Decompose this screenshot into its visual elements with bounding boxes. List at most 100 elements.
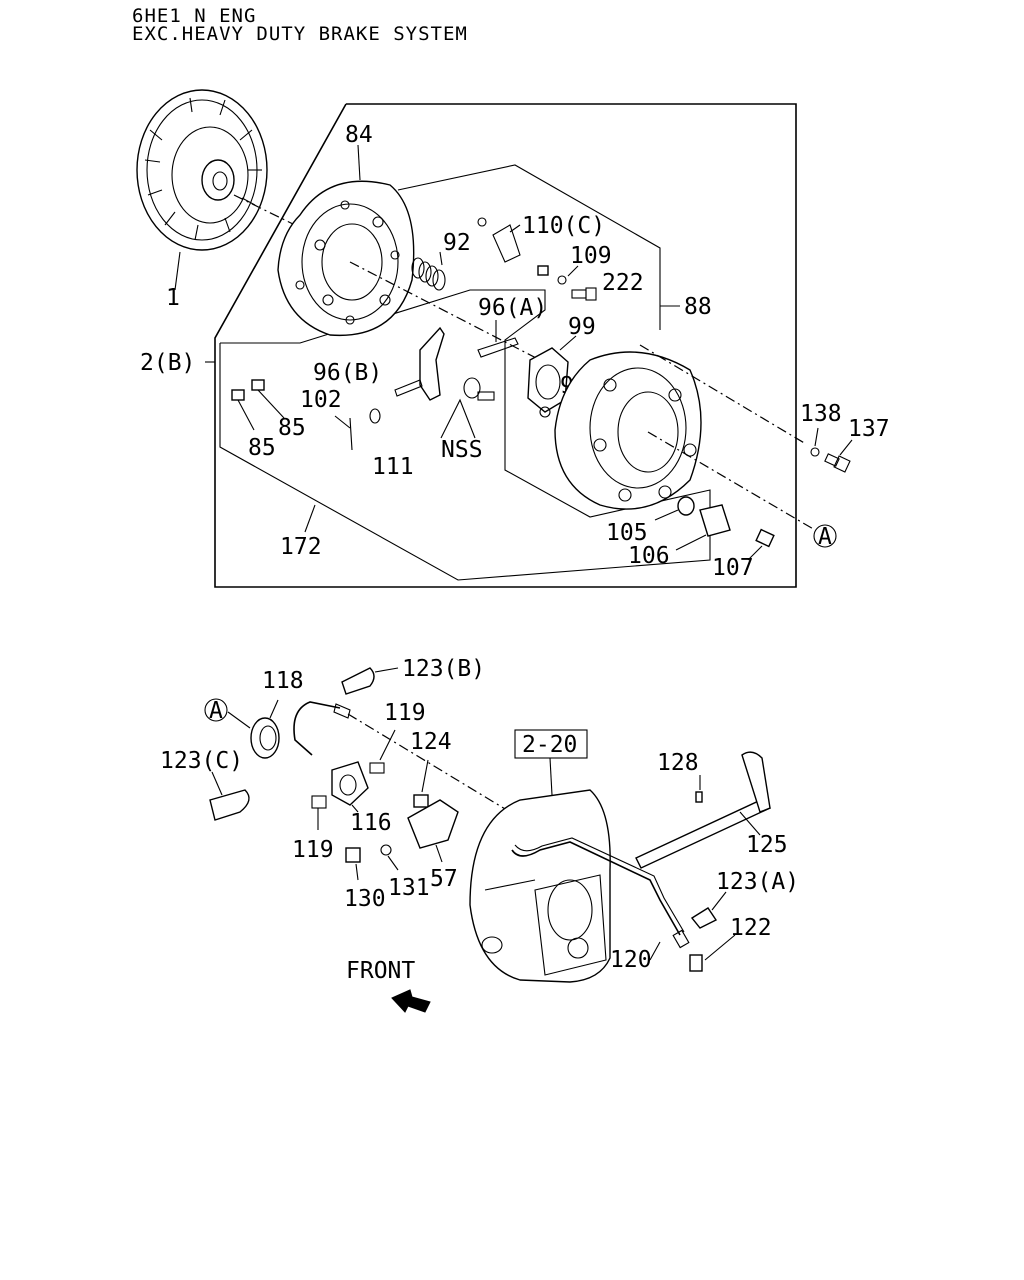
callout-a-lower: A <box>209 698 223 724</box>
bell-housing <box>469 789 611 983</box>
leader-124 <box>421 759 429 793</box>
callout-118: 118 <box>262 668 304 694</box>
callout-137: 137 <box>848 416 890 442</box>
callout-nss: NSS <box>441 437 483 463</box>
leader-85b <box>257 389 285 419</box>
hose-end <box>333 703 351 719</box>
bolt-222 <box>571 287 597 301</box>
fitting-122 <box>689 954 703 972</box>
assembly-outline <box>214 103 797 588</box>
fulcrum-nss <box>463 377 495 401</box>
seal-118 <box>250 717 280 759</box>
clip-98 <box>539 406 551 418</box>
callout-120: 120 <box>610 947 652 973</box>
callout-2b: 2(B) <box>140 350 195 376</box>
shaft-125 <box>635 751 771 869</box>
leader-138 <box>814 427 819 447</box>
callout-105: 105 <box>606 520 648 546</box>
header-system: EXC.HEAVY DUTY BRAKE SYSTEM <box>132 23 468 45</box>
strap-plate <box>477 217 521 263</box>
leader-1 <box>174 251 181 291</box>
leader-110c <box>509 224 521 233</box>
leader-123a <box>711 891 727 911</box>
callout-119a: 119 <box>384 700 426 726</box>
key-128 <box>695 791 703 803</box>
callout-110c: 110(C) <box>522 213 605 239</box>
callout-124: 124 <box>410 729 452 755</box>
callout-123c: 123(C) <box>160 748 243 774</box>
part-124 <box>413 794 429 808</box>
release-bearing-99 <box>527 347 569 413</box>
nut-105 <box>677 496 695 516</box>
leader-172 <box>304 504 316 533</box>
callout-2-20: 2-20 <box>522 732 577 758</box>
main-axis <box>349 261 541 361</box>
cover-group-bracket <box>397 164 661 330</box>
kit-outline <box>219 289 711 581</box>
pin-85a <box>231 389 245 401</box>
hose <box>293 701 341 756</box>
leader-nss <box>440 398 476 439</box>
callout-128: 128 <box>657 750 699 776</box>
leader-119a <box>379 729 396 761</box>
clip-123a <box>690 907 718 929</box>
pin-102 <box>349 417 353 451</box>
leader-85a <box>237 399 255 431</box>
callout-85a: 85 <box>248 435 276 461</box>
tube-120-edge <box>514 837 685 933</box>
callout-107: 107 <box>712 555 754 581</box>
washer-111 <box>369 408 381 424</box>
leader-131 <box>387 855 399 871</box>
leader-102 <box>334 415 351 429</box>
leader-109 <box>567 265 579 277</box>
callout-109: 109 <box>570 243 612 269</box>
tube-120-end <box>672 929 690 949</box>
bolt-107 <box>755 528 775 548</box>
ref-box-2-20 <box>514 729 588 759</box>
callout-111: 111 <box>372 454 414 480</box>
callout-99: 99 <box>568 314 596 340</box>
callout-116: 116 <box>350 810 392 836</box>
release-lever <box>419 326 445 401</box>
spring-92 <box>411 257 446 291</box>
front-arrow-icon <box>391 989 431 1013</box>
leader-137 <box>839 439 853 456</box>
fitting-119a <box>369 762 385 774</box>
fitting-119b <box>311 795 327 809</box>
leader-84 <box>357 144 361 181</box>
leader-a-lower <box>227 711 251 729</box>
ref-circle-a-lower <box>204 698 228 722</box>
plate-106 <box>699 504 731 537</box>
hose-axis <box>347 713 521 819</box>
clip-110 <box>537 265 549 276</box>
clip-123b <box>341 667 375 695</box>
leader-123b <box>374 667 399 673</box>
callout-123a: 123(A) <box>716 869 799 895</box>
clutch-cover-88 <box>554 351 702 510</box>
callout-123b: 123(B) <box>402 656 485 682</box>
header-engine: 6HE1 N ENG <box>132 5 256 27</box>
callout-a-upper: A <box>818 524 832 550</box>
leader-107 <box>747 545 763 561</box>
leader-123c <box>211 771 223 796</box>
leader-122 <box>704 934 736 961</box>
callout-102: 102 <box>300 387 342 413</box>
leader-2-20 <box>549 757 553 796</box>
leader-92 <box>439 251 443 266</box>
callout-96b: 96(B) <box>313 360 382 386</box>
leader-106 <box>675 534 707 551</box>
callout-88: 88 <box>684 294 712 320</box>
callout-119b: 119 <box>292 837 334 863</box>
leader-105 <box>654 509 679 521</box>
callout-130: 130 <box>344 886 386 912</box>
clip-123c <box>209 789 250 821</box>
callout-122: 122 <box>730 915 772 941</box>
front-label: FRONT <box>346 958 415 984</box>
pin-85b <box>251 379 265 391</box>
callout-92: 92 <box>443 230 471 256</box>
leader-125 <box>739 811 761 836</box>
callout-222: 222 <box>602 270 644 296</box>
washer-109 <box>557 275 567 285</box>
washer-131 <box>380 844 392 856</box>
